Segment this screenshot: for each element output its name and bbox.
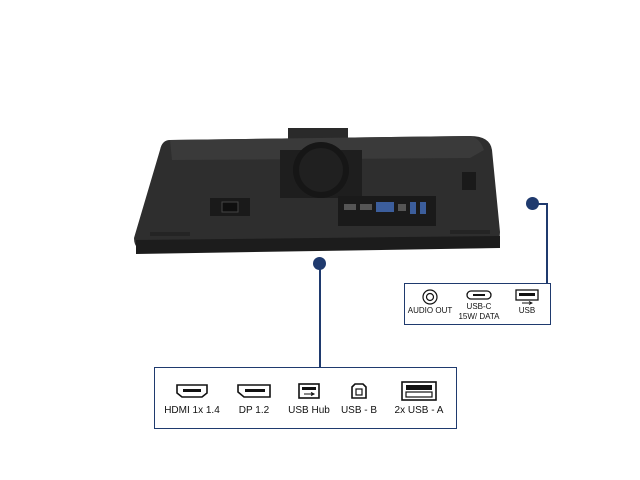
audio-out-icon	[422, 289, 438, 305]
usb-hub-icon	[298, 383, 320, 399]
port-hdmi: HDMI 1x 1.4	[161, 382, 223, 417]
port-label: AUDIO OUT	[407, 306, 453, 315]
port-usb: USB	[507, 288, 547, 316]
port-label: USB Hub	[288, 405, 330, 416]
port-usb-c: USB-C 15W/ DATA	[455, 288, 503, 322]
hdmi-icon	[176, 384, 208, 398]
port-usb-a-double: 2x USB - A	[385, 380, 453, 417]
side-callout-line-h	[532, 203, 547, 205]
port-usb-b: USB - B	[337, 382, 381, 417]
port-label: DP 1.2	[238, 405, 270, 416]
displayport-icon	[237, 384, 271, 398]
port-displayport: DP 1.2	[227, 382, 281, 417]
side-callout-line-v	[546, 203, 548, 284]
side-ports-callout: AUDIO OUT USB-C 15W/ DATA USB	[404, 283, 551, 325]
port-usb-hub: USB Hub	[285, 382, 333, 417]
rear-callout-dot	[313, 257, 326, 270]
rear-ports-callout: HDMI 1x 1.4 DP 1.2 USB Hub USB - B 2x US…	[154, 367, 457, 429]
usb-c-icon	[466, 290, 492, 300]
monitor-rear-illustration	[134, 128, 500, 254]
port-label: HDMI 1x 1.4	[164, 405, 220, 416]
usb-b-icon	[351, 383, 367, 399]
usb-a-icon	[515, 289, 539, 305]
port-label: USB - B	[340, 405, 378, 416]
port-label-line1: USB-C	[466, 302, 492, 311]
port-audio-out: AUDIO OUT	[407, 288, 453, 316]
port-label: 2x USB - A	[394, 405, 444, 416]
port-label-line2: 15W/ DATA	[458, 312, 500, 321]
rear-callout-line	[319, 264, 321, 368]
port-label: USB	[518, 306, 536, 315]
usb-a-double-icon	[401, 381, 437, 401]
